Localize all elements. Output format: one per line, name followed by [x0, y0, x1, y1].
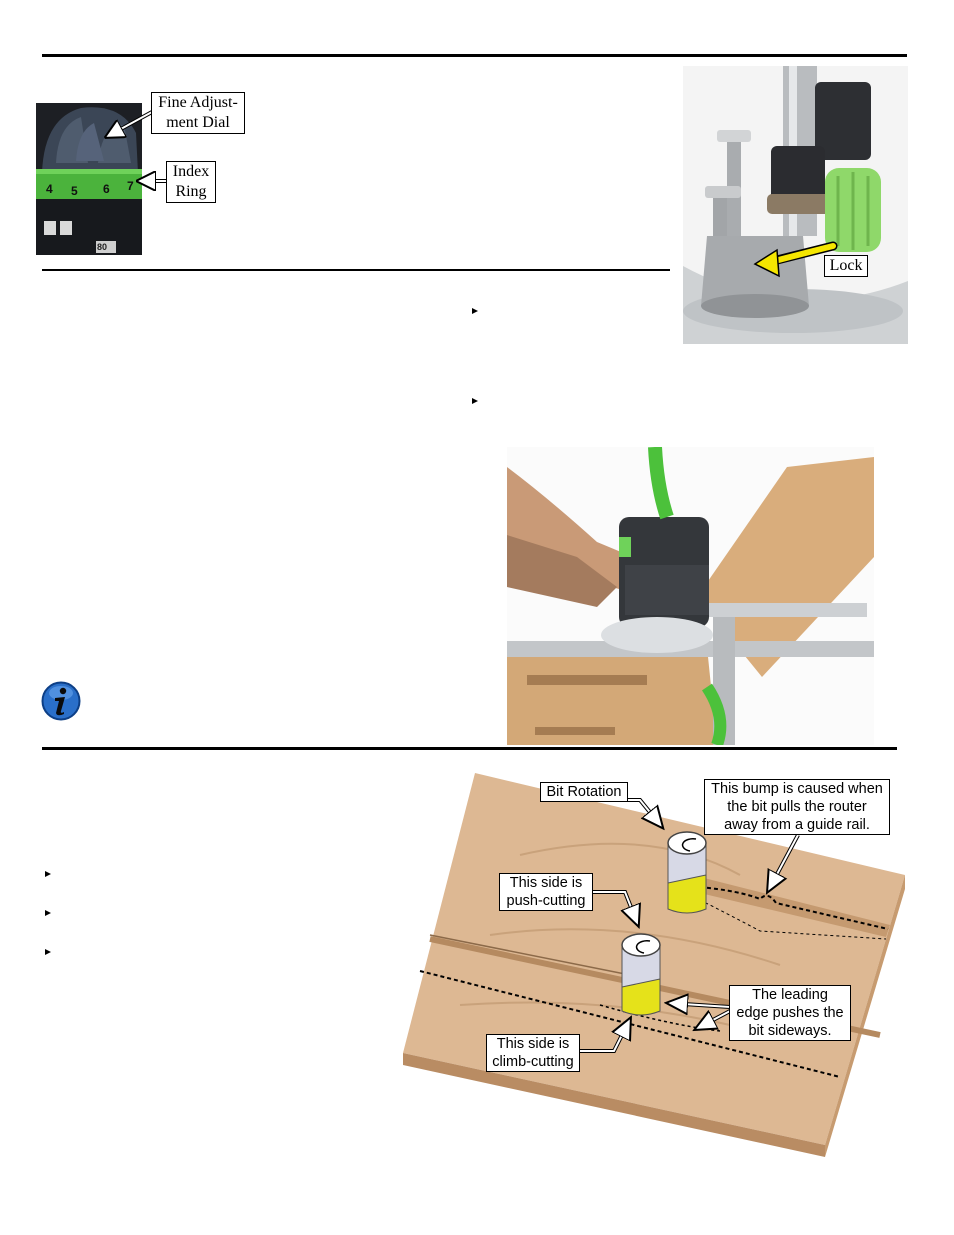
label-line: This side is [509, 875, 583, 891]
dial-number: 6 [103, 182, 110, 196]
label-line: Index [172, 163, 210, 180]
lock-label: Lock [824, 255, 868, 277]
label-line: This side is [496, 1036, 570, 1052]
top-rule [42, 54, 907, 57]
label-line: climb-cutting [492, 1054, 574, 1070]
dial-number: 7 [127, 179, 134, 193]
bullet-marker [45, 871, 51, 877]
caption-line: bit sideways. [748, 1023, 832, 1039]
caption-line: edge pushes the [736, 1005, 844, 1021]
info-icon [41, 681, 81, 721]
label-line: ment Dial [166, 114, 230, 131]
lower-rule [42, 747, 897, 750]
caption-line: This bump is caused when [711, 781, 883, 797]
bullet-marker [45, 949, 51, 955]
mid-rule [42, 269, 670, 271]
leading-edge-caption: The leading edge pushes the bit sideways… [729, 985, 851, 1041]
caption-line: The leading [752, 987, 828, 1003]
climb-cutting-label: This side is climb-cutting [486, 1034, 580, 1072]
label-line: push-cutting [506, 893, 586, 909]
bullet-marker [472, 308, 478, 314]
caption-line: the bit pulls the router [727, 799, 867, 815]
bit-rotation-diagram [403, 773, 905, 1157]
bump-caption: This bump is caused when the bit pulls t… [704, 779, 890, 835]
label-line: Fine Adjust- [158, 94, 238, 111]
dial-scale-number: 80 [97, 242, 108, 252]
fine-adjust-dial-label: Fine Adjust- ment Dial [151, 92, 245, 134]
dial-number: 4 [46, 182, 53, 196]
router-guide-rail-photo [507, 447, 874, 745]
bit-rotation-label: Bit Rotation [540, 782, 628, 802]
bullet-marker [472, 398, 478, 404]
label-line: Ring [175, 183, 207, 200]
dial-callout-arrows [0, 110, 167, 300]
caption-line: away from a guide rail. [724, 817, 870, 833]
dial-number: 5 [71, 184, 78, 198]
depth-stop-lock-photo: Lock [683, 66, 908, 344]
push-cutting-label: This side is push-cutting [499, 873, 593, 911]
index-ring-label: Index Ring [166, 161, 216, 203]
bullet-marker [45, 910, 51, 916]
fine-adjust-dial-photo: 4 5 6 7 80 [36, 103, 142, 255]
